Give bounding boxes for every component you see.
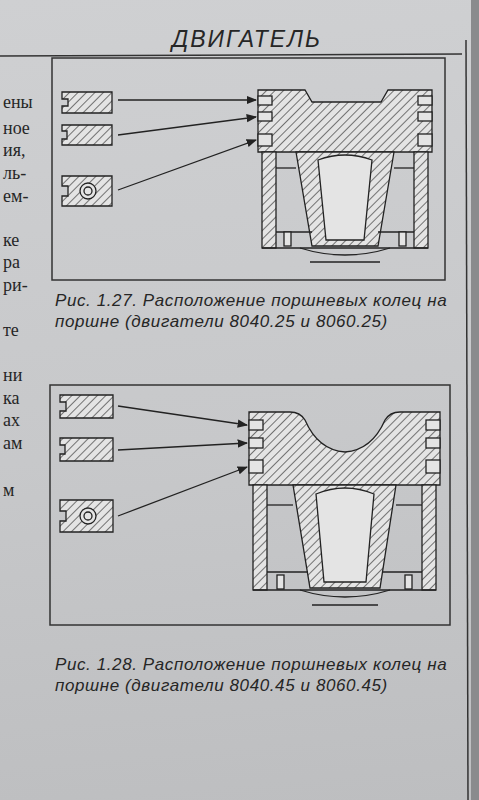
- text-fragment: ка: [3, 388, 19, 408]
- text-fragment: те: [3, 320, 19, 340]
- text-fragment: ное: [3, 118, 30, 138]
- text-fragment: ия,: [3, 140, 25, 160]
- text-fragment: ри-: [3, 275, 28, 295]
- text-fragment: ке: [3, 230, 19, 250]
- text-fragment: ены: [3, 92, 33, 112]
- text-fragment: м: [3, 480, 14, 500]
- text-fragment: ам: [3, 433, 22, 453]
- figure-caption: Рис. 1.27. Расположение поршневых колец …: [55, 290, 467, 332]
- text-fragment: ах: [3, 410, 20, 430]
- figure-caption: Рис. 1.28. Расположение поршневых колец …: [55, 654, 467, 696]
- text-fragment: ни: [3, 365, 22, 385]
- page-header: ДВИГАТЕЛЬ: [172, 26, 322, 52]
- text-fragment: ль-: [3, 163, 26, 183]
- text-fragment: ра: [3, 252, 20, 272]
- text-fragment: ем-: [3, 186, 28, 206]
